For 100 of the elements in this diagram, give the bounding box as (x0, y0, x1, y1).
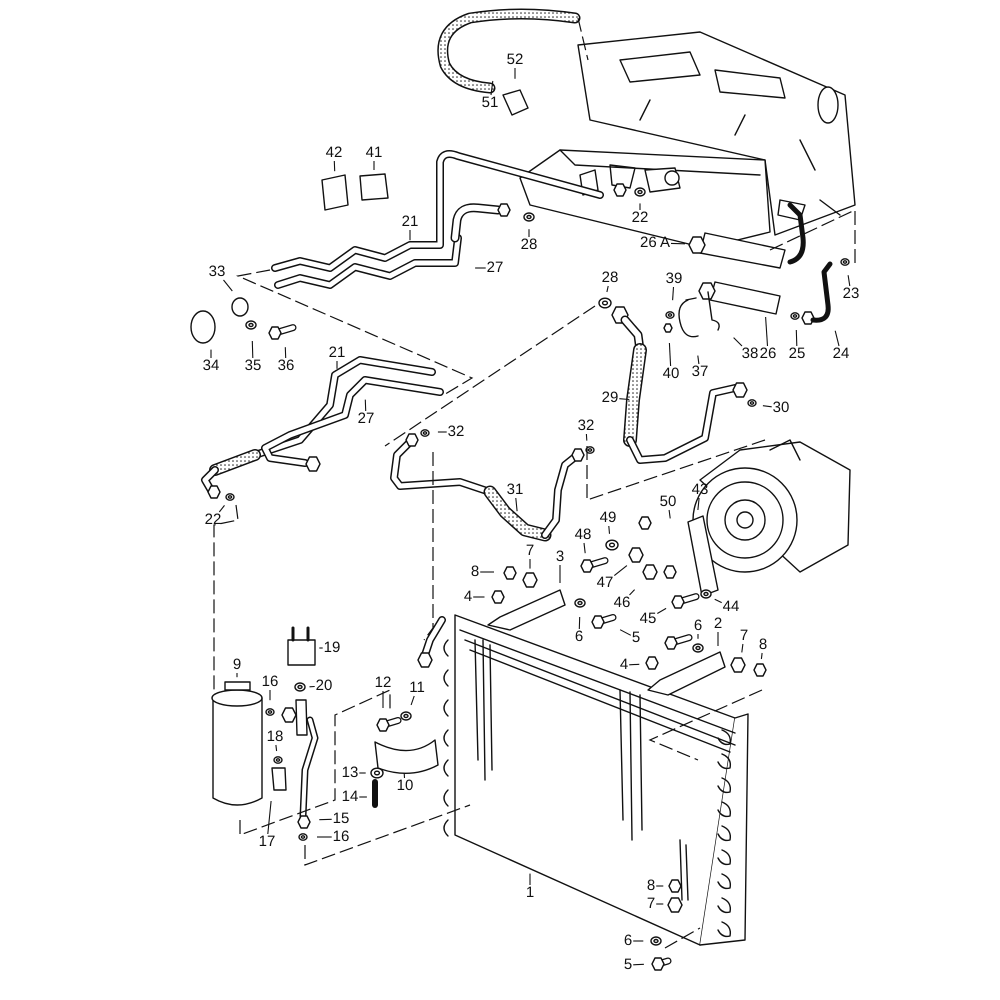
callout-number: 10 (396, 778, 414, 794)
callout-number: 29 (600, 390, 620, 406)
callout-number: 45 (638, 611, 658, 627)
callout-number: 27 (356, 411, 376, 427)
leader-line (741, 644, 744, 652)
callout-number: 2 (712, 616, 724, 632)
leader-line (275, 744, 278, 752)
leader-line (490, 80, 494, 96)
leader-line (336, 361, 338, 369)
leader-line (528, 229, 530, 237)
callout-number: 41 (364, 145, 384, 161)
callout-number: 15 (332, 811, 350, 827)
callout-number: 30 (772, 400, 790, 416)
callout-number: 33 (208, 264, 226, 280)
callout-number: 8 (758, 637, 768, 653)
callout-number: 1 (524, 885, 536, 901)
leader-line (309, 686, 315, 688)
leader-line (373, 161, 375, 170)
callout-number: 40 (662, 366, 680, 382)
leader-line (848, 275, 850, 286)
leader-line (633, 940, 644, 942)
leader-line (515, 498, 518, 512)
leader-line (359, 796, 367, 798)
leader-line (317, 836, 332, 838)
callout-number: 37 (690, 364, 710, 380)
leader-line (438, 431, 447, 433)
leader-line (529, 559, 531, 569)
leader-line (608, 526, 610, 534)
callout-number: 27 (486, 260, 504, 276)
leader-line (223, 280, 233, 292)
callout-number: 24 (832, 346, 850, 362)
leader-line (629, 664, 640, 666)
callout-number: 32 (446, 424, 466, 440)
leader-line (319, 818, 332, 820)
callout-number: 6 (574, 629, 584, 645)
callout-number: 9 (232, 657, 242, 673)
callout-number: 5 (622, 957, 634, 973)
leader-line (620, 629, 632, 636)
callout-number: 4 (618, 657, 630, 673)
leader-line (210, 350, 212, 358)
callout-number: 7 (738, 628, 750, 644)
callout-number: 42 (324, 145, 344, 161)
leader-line (697, 356, 700, 364)
leader-line (409, 230, 411, 240)
callout-number: 26 (758, 346, 778, 362)
callout-number: 14 (340, 789, 360, 805)
leader-line (697, 498, 700, 510)
callout-number: 7 (646, 896, 656, 912)
leader-line (578, 616, 580, 630)
leader-line (834, 330, 840, 346)
callout-number: 6 (692, 618, 704, 634)
callout-number: 49 (598, 510, 618, 526)
callout-number: 8 (470, 564, 480, 580)
leader-line (714, 598, 722, 604)
callout-number: 50 (658, 494, 678, 510)
leader-line (473, 596, 484, 598)
callout-number: 44 (722, 599, 740, 615)
leader-line (583, 542, 586, 554)
callout-number: 48 (574, 527, 592, 543)
callout-number: 16 (260, 674, 280, 690)
leader-line (672, 286, 674, 300)
callout-number: 18 (266, 729, 284, 745)
leader-line (614, 565, 628, 576)
callout-number: 47 (596, 575, 614, 591)
leader-line (364, 400, 366, 412)
leader-line (656, 885, 664, 887)
callout-number: 6 (622, 933, 634, 949)
callout-number: 51 (480, 95, 500, 111)
leader-line (319, 647, 323, 649)
leader-line (629, 589, 635, 596)
leader-line (236, 673, 238, 678)
callout-number: 23 (842, 286, 860, 302)
leader-line (760, 652, 763, 660)
callout-number: 22 (630, 210, 650, 226)
leader-line (475, 267, 486, 269)
callout-number: 28 (520, 237, 538, 253)
callout-number: 21 (328, 345, 346, 361)
callout-number: 19 (322, 640, 342, 656)
leader-line (639, 203, 641, 210)
leader-line (697, 634, 699, 639)
leader-line (404, 773, 406, 778)
leader-line (514, 68, 516, 79)
leader-line (762, 405, 772, 408)
leader-line (334, 160, 336, 172)
callout-number: 21 (400, 214, 420, 230)
leader-line (559, 565, 561, 583)
leader-line (606, 286, 609, 292)
leader-line (410, 696, 415, 706)
callout-number: 34 (202, 358, 220, 374)
leader-line (670, 242, 686, 244)
leader-line (252, 340, 254, 358)
callout-number: 13 (340, 765, 360, 781)
leader-line (717, 632, 719, 646)
leader-line (267, 800, 272, 834)
leader-line (284, 347, 286, 358)
callout-number: 16 (332, 829, 350, 845)
callout-number: 20 (314, 678, 334, 694)
callout-number: 39 (664, 271, 684, 287)
leader-line (733, 337, 742, 346)
callout-number: 8 (646, 878, 656, 894)
